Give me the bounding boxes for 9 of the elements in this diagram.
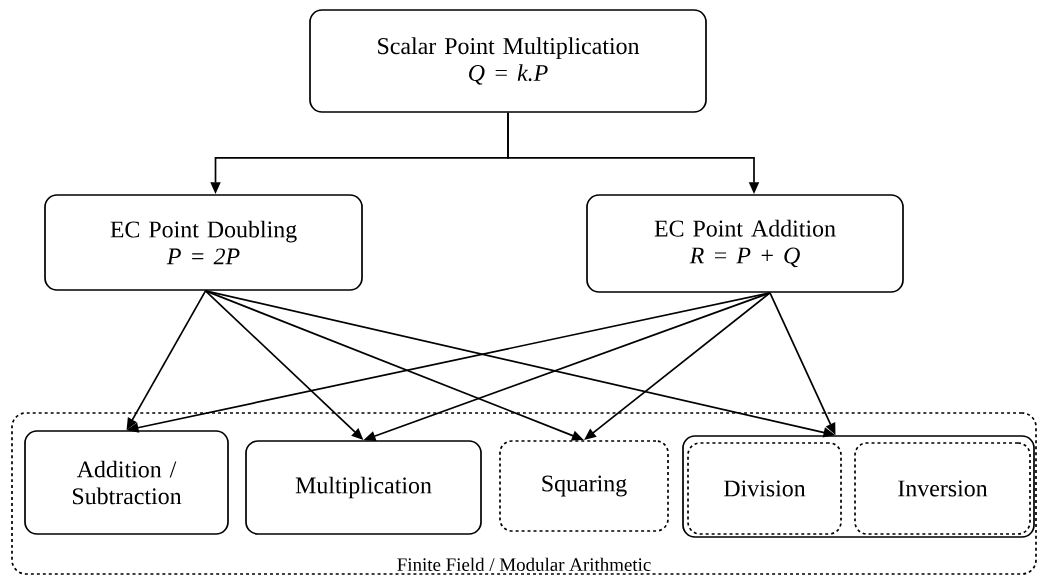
operation-box: Addition / Subtraction [24,430,229,535]
operation-box: Inversion [854,442,1031,535]
operation-box: Squaring [499,440,669,532]
process-box: Scalar Point Multiplication Q = k.P [309,9,707,113]
group-box [682,435,1035,538]
operation-box: Division [687,442,842,535]
process-box: EC Point Addition R = P + Q [586,194,904,293]
operation-box: Multiplication [245,440,482,535]
process-box: EC Point Doubling P = 2P [44,194,363,291]
